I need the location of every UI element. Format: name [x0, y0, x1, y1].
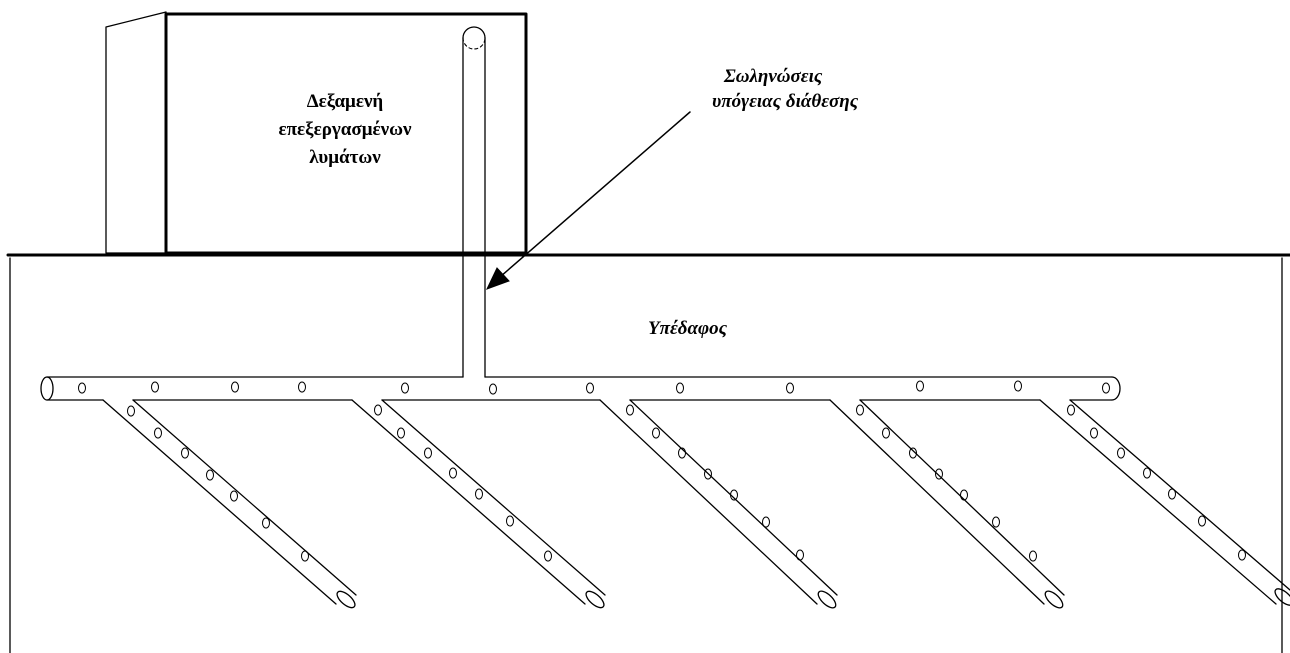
subsoil-label: Υπέδαφος	[648, 318, 728, 339]
riser-pipe-top-cap-back	[462, 37, 486, 50]
tank	[164, 12, 528, 255]
main-pipe-left-end	[40, 376, 54, 401]
tank-label-line-1: Δεξαμενή	[306, 91, 384, 112]
riser-pipe-top-cap	[462, 26, 486, 39]
tank-label-line-2: επεξεργασμένων	[278, 119, 412, 140]
lateral-pipe-1	[102, 399, 357, 609]
lateral-pipe-1-perforations	[127, 405, 309, 562]
lateral-pipe-2	[351, 399, 606, 609]
callout-arrowhead	[486, 267, 510, 290]
lateral-pipe-4-perforations	[856, 404, 1037, 562]
pipes-label-line-1: Σωληνώσεις	[724, 66, 823, 87]
tank-side-face	[105, 11, 167, 254]
main-pipe-right-end	[1111, 376, 1121, 401]
lateral-pipe-3	[599, 399, 838, 609]
pipes-label: Σωληνώσεις υπόγειας διάθεσης	[712, 64, 858, 114]
tank-label: Δεξαμενή επεξεργασμένων λυμάτων	[170, 88, 520, 172]
tank-label-line-3: λυμάτων	[309, 147, 381, 168]
lateral-pipe-5-perforations	[1067, 404, 1246, 561]
lateral-pipe-4	[829, 399, 1065, 609]
lateral-pipe-5	[1039, 399, 1290, 606]
main-pipe-perforations	[78, 380, 1110, 395]
lateral-pipe-3-perforations	[626, 404, 804, 561]
callout-arrow-line	[499, 111, 691, 278]
lateral-pipe-2-perforations	[374, 404, 552, 562]
pipes-label-line-2: υπόγειας διάθεσης	[712, 91, 859, 112]
